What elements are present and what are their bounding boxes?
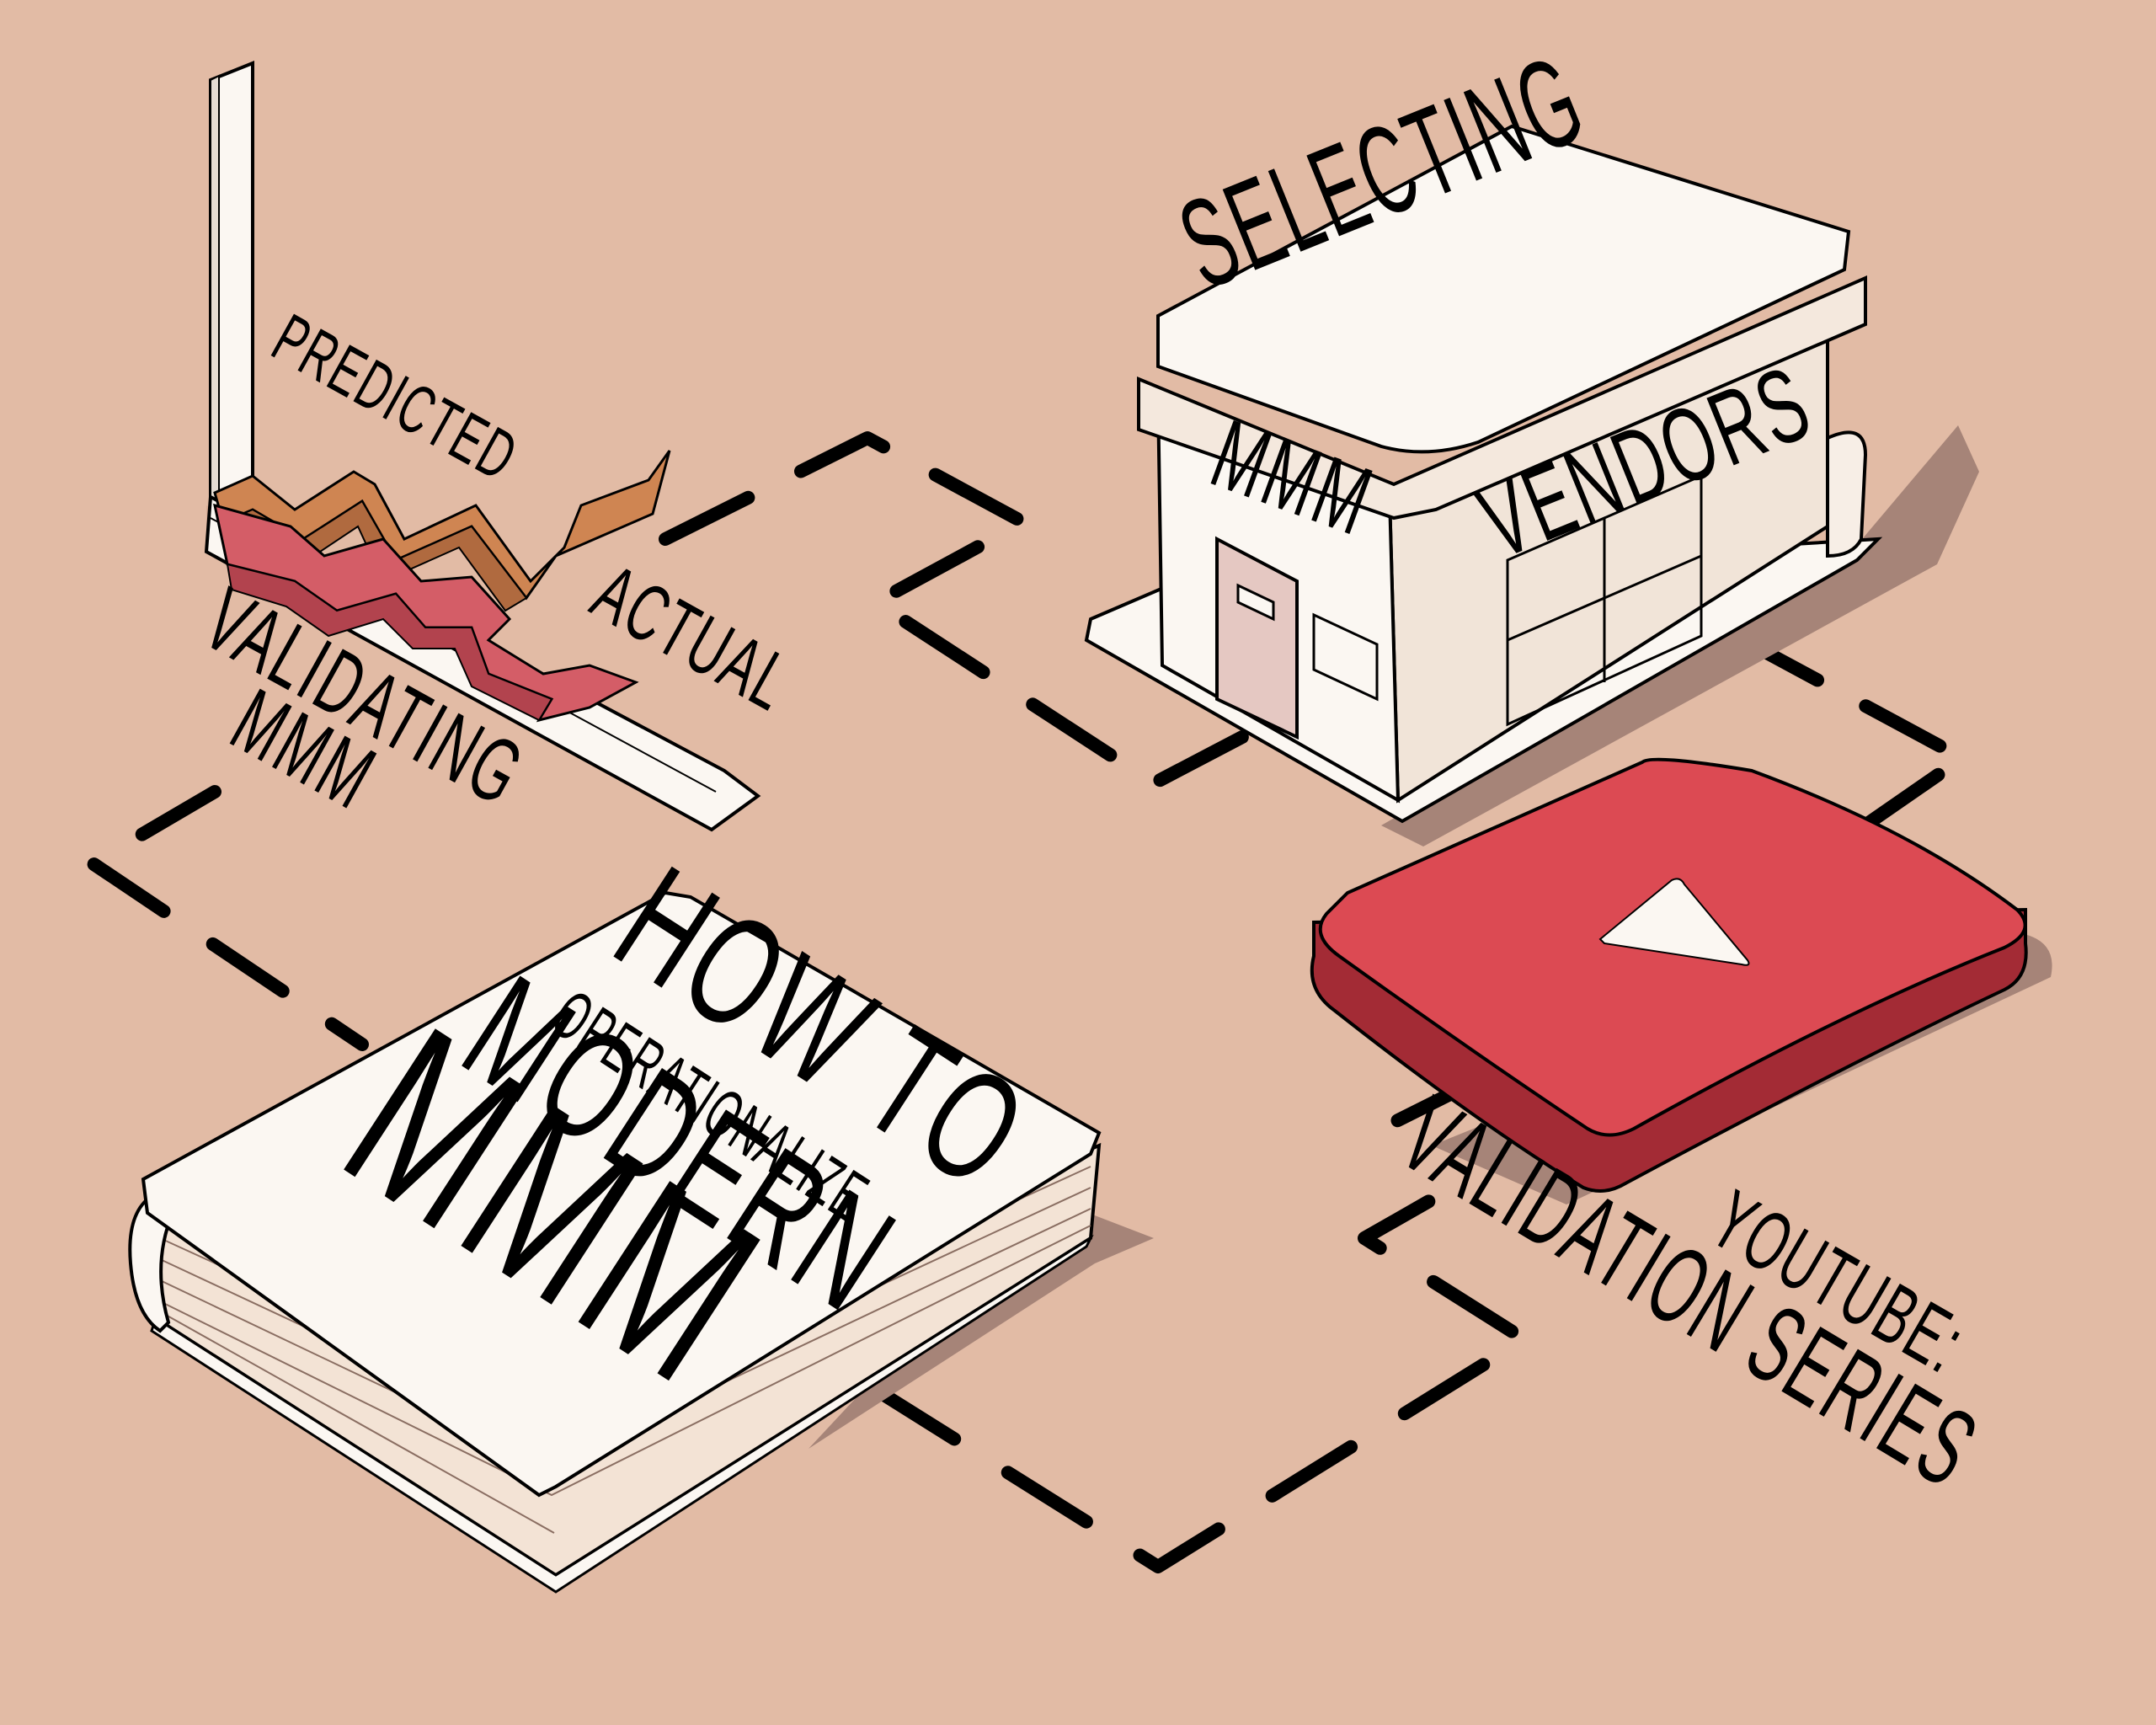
store-illustration: SELECTING MMM VENDORS [1084, 27, 1979, 846]
store-door-window [1236, 583, 1275, 622]
book-back-cover [150, 1234, 1094, 1594]
connector-chart-to-store [659, 431, 1249, 790]
book-spine [128, 1194, 175, 1333]
connector-chart-to-book [86, 785, 369, 1051]
connectors [86, 431, 1969, 1573]
play-icon [1598, 878, 1750, 966]
youtube-illustration: YOUTUBE: VALIDATION SERIES [1310, 757, 2052, 1511]
store-sign-band [1137, 275, 1867, 521]
connector-store-to-youtube [1737, 633, 1969, 841]
book-illustration: HOW TO OPERATIONALIZE MODERN MMM [128, 834, 1154, 1594]
actual-arrow [213, 503, 639, 723]
book-cover-edge [147, 1211, 557, 1497]
connector-book-to-youtube [869, 1164, 1531, 1573]
store-roof-edge [1157, 268, 1845, 453]
store-small-window [1312, 612, 1379, 702]
chart-y-axis-side [210, 74, 220, 520]
store-big-window [1506, 473, 1703, 727]
store-side-bump [1826, 430, 1868, 558]
